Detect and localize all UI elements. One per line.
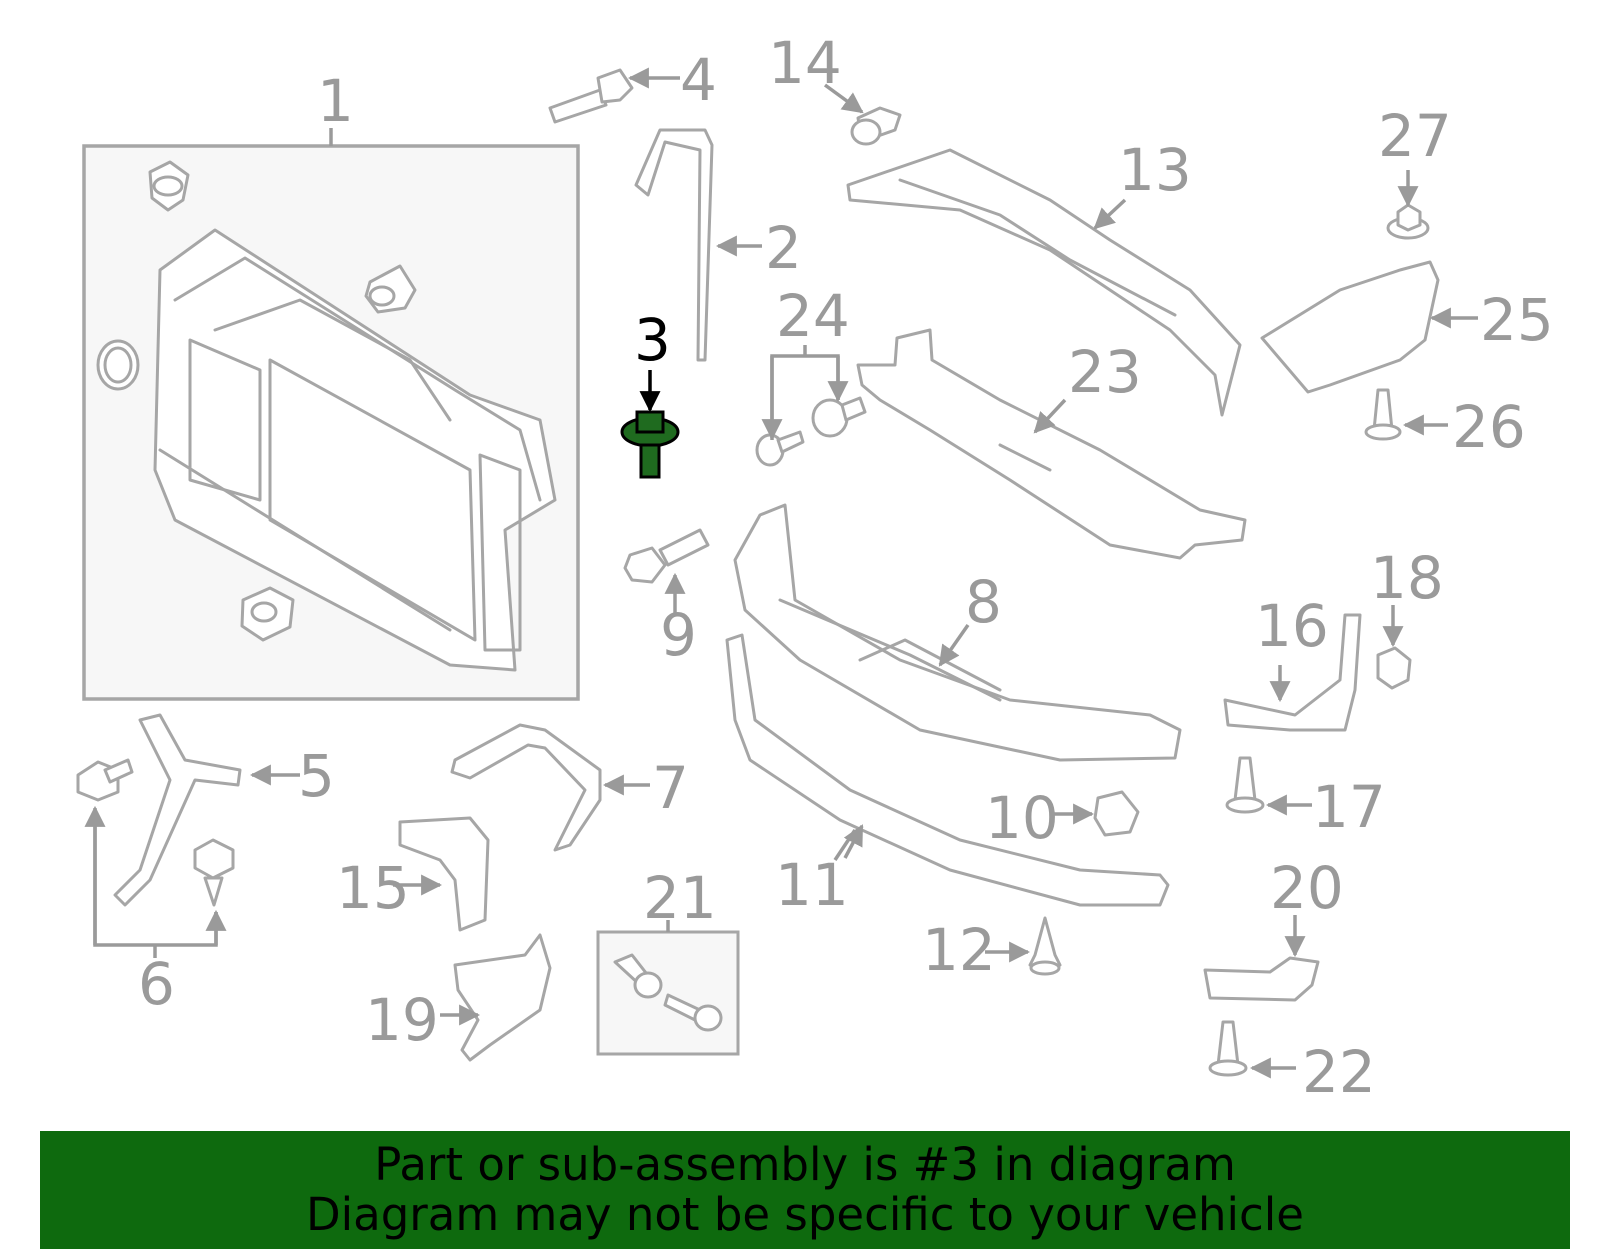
part-22-screw[interactable] [1208,1020,1296,1079]
callout-2: 2 [765,214,802,282]
part-16-bracket[interactable] [1223,613,1362,732]
banner-line-1: Part or sub-assembly is #3 in diagram [374,1138,1236,1191]
callout-24: 24 [776,282,850,350]
part-6-bolts[interactable] [76,758,235,958]
banner-line-2: Diagram may not be specific to your vehi… [306,1188,1304,1241]
part-19-bracket[interactable] [440,933,552,1062]
callout-20: 20 [1270,854,1344,922]
callout-25: 25 [1480,286,1554,354]
callout-27: 27 [1378,102,1452,170]
part-3-bolt-highlighted[interactable] [620,370,680,479]
part-1-radiator-support[interactable] [82,128,580,701]
part-7-bracket[interactable] [450,723,650,852]
part-25-cover[interactable] [1260,260,1478,394]
part-14-clip[interactable] [823,83,902,146]
part-18-nut[interactable] [1376,605,1412,690]
callout-12: 12 [922,916,996,984]
info-banner: Part or sub-assembly is #3 in diagram Di… [40,1131,1570,1249]
part-5-bracket[interactable] [113,713,300,907]
callout-9: 9 [660,601,697,669]
callout-15: 15 [336,854,410,922]
callout-8: 8 [965,568,1002,636]
part-20-bracket[interactable] [1203,915,1320,1002]
callout-16: 16 [1255,592,1329,660]
part-13-upper-bar[interactable] [846,148,1242,417]
callout-26: 26 [1452,393,1526,461]
part-24-pushpins[interactable] [755,345,867,467]
callout-6: 6 [138,950,175,1018]
part-2-seal[interactable] [634,128,762,362]
part-27-nut[interactable] [1386,170,1430,240]
callout-10: 10 [985,784,1059,852]
part-10-clip[interactable] [1050,790,1140,837]
part-8-deflector[interactable] [733,503,1182,762]
callout-13: 13 [1118,136,1192,204]
callout-1: 1 [317,67,354,135]
part-23-deflector[interactable] [856,328,1247,560]
callout-23: 23 [1068,338,1142,406]
callout-5: 5 [298,742,335,810]
callout-14: 14 [768,29,842,97]
part-15-bracket[interactable] [393,816,490,932]
callout-11: 11 [775,851,849,919]
callout-18: 18 [1370,544,1444,612]
callout-17: 17 [1312,773,1386,841]
part-26-screw[interactable] [1364,388,1448,441]
part-11-lower-shield[interactable] [725,633,1170,907]
part-4-bolt[interactable] [548,67,680,124]
part-12-clip[interactable] [985,916,1062,976]
callout-7: 7 [652,754,689,822]
callout-19: 19 [365,986,439,1054]
part-9-bolt[interactable] [623,528,710,615]
callout-22: 22 [1302,1038,1376,1106]
callout-3: 3 [634,306,671,374]
callout-4: 4 [680,46,717,114]
callout-21: 21 [643,864,717,932]
part-17-screw[interactable] [1225,756,1312,816]
part-21-fastener-kit[interactable] [596,920,740,1056]
